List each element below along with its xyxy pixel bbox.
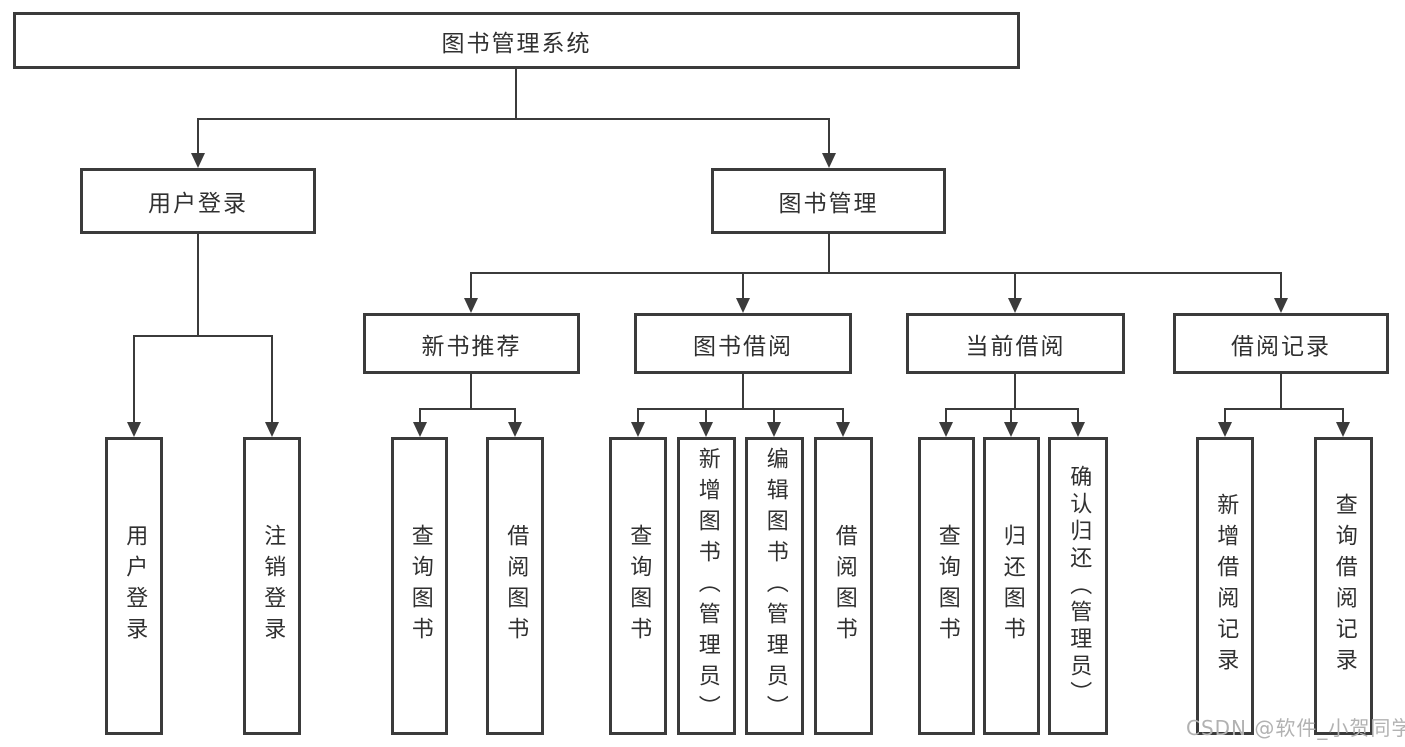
node-book-borrow: 图书借阅: [634, 313, 852, 374]
leaf-label: 查询借阅记录: [1331, 493, 1357, 679]
leaf-label: 归还图书: [999, 524, 1025, 648]
node-label: 用户登录: [148, 191, 248, 217]
leaf-borrow-borrow-book: 借阅图书: [814, 437, 873, 735]
leaf-label: 查询图书: [626, 524, 652, 648]
arrowhead-icon: [127, 422, 141, 437]
leaf-records-query-record: 查询借阅记录: [1314, 437, 1373, 735]
arrowhead-icon: [191, 153, 205, 168]
connector-line: [1280, 272, 1282, 299]
connector-records-stem: [1280, 374, 1282, 408]
node-label: 当前借阅: [965, 333, 1066, 360]
connector-root-split: [198, 118, 830, 120]
watermark: CSDN @软件_小贺同学: [1186, 716, 1405, 740]
leaf-current-query-book: 查询图书: [918, 437, 975, 735]
node-current-borrow: 当前借阅: [906, 313, 1125, 374]
connector-line: [1010, 408, 1012, 424]
leaf-label: 查询图书: [934, 524, 960, 648]
node-borrow-records: 借阅记录: [1173, 313, 1389, 374]
connector-current-split: [946, 408, 1079, 410]
leaf-recommend-query-book: 查询图书: [391, 437, 448, 735]
connector-line: [828, 118, 830, 154]
connector-recommend-stem: [470, 374, 472, 408]
arrowhead-icon: [767, 422, 781, 437]
node-label: 借阅记录: [1231, 333, 1331, 360]
leaf-current-confirm-return-admin: 确认归还（管理员）: [1048, 437, 1108, 735]
connector-line: [742, 272, 744, 299]
leaf-current-return-book: 归还图书: [983, 437, 1040, 735]
connector-user-split: [134, 335, 272, 337]
arrowhead-icon: [464, 298, 478, 313]
connector-borrow-split: [638, 408, 844, 410]
connector-line: [133, 335, 135, 423]
leaf-borrow-query-book: 查询图书: [609, 437, 667, 735]
leaf-recommend-borrow-book: 借阅图书: [486, 437, 544, 735]
leaf-label: 确认归还（管理员）: [1066, 464, 1092, 708]
arrowhead-icon: [1274, 298, 1288, 313]
connector-line: [514, 408, 516, 424]
connector-line: [773, 408, 775, 424]
leaf-label: 编辑图书（管理员）: [762, 446, 788, 726]
arrowhead-icon: [1071, 422, 1085, 437]
connector-line: [705, 408, 707, 424]
leaf-records-add-record: 新增借阅记录: [1196, 437, 1254, 735]
arrowhead-icon: [939, 422, 953, 437]
arrowhead-icon: [1004, 422, 1018, 437]
connector-book-split: [471, 272, 1281, 274]
connector-line: [842, 408, 844, 424]
connector-line: [1224, 408, 1226, 424]
connector-line: [1342, 408, 1344, 424]
arrowhead-icon: [1218, 422, 1232, 437]
connector-records-split: [1225, 408, 1344, 410]
leaf-user-login: 用户登录: [105, 437, 163, 735]
arrowhead-icon: [413, 422, 427, 437]
connector-line: [1077, 408, 1079, 424]
connector-book-stem: [828, 234, 830, 272]
arrowhead-icon: [736, 298, 750, 313]
node-label: 图书管理系统: [441, 30, 592, 57]
node-label: 新书推荐: [421, 333, 522, 360]
leaf-label: 查询图书: [407, 524, 433, 648]
node-book-management: 图书管理: [711, 168, 946, 234]
leaf-logout: 注销登录: [243, 437, 301, 735]
arrowhead-icon: [265, 422, 279, 437]
node-user-login: 用户登录: [80, 168, 316, 234]
connector-current-stem: [1014, 374, 1016, 408]
leaf-borrow-edit-book-admin: 编辑图书（管理员）: [745, 437, 804, 735]
arrowhead-icon: [836, 422, 850, 437]
connector-line: [197, 118, 199, 154]
connector-line: [637, 408, 639, 424]
arrowhead-icon: [631, 422, 645, 437]
node-label: 图书借阅: [693, 333, 793, 360]
leaf-label: 借阅图书: [831, 524, 857, 648]
connector-borrow-stem: [742, 374, 744, 408]
connector-user-stem: [197, 234, 199, 335]
arrowhead-icon: [822, 153, 836, 168]
connector-line: [271, 335, 273, 423]
leaf-borrow-add-book-admin: 新增图书（管理员）: [677, 437, 736, 735]
arrowhead-icon: [1008, 298, 1022, 313]
leaf-label: 新增借阅记录: [1213, 493, 1239, 679]
connector-line: [470, 272, 472, 299]
leaf-label: 借阅图书: [503, 524, 529, 648]
leaf-label: 用户登录: [122, 524, 148, 648]
connector-recommend-split: [420, 408, 516, 410]
leaf-label: 注销登录: [260, 524, 286, 648]
connector-line: [945, 408, 947, 424]
connector-line: [1014, 272, 1016, 299]
node-root: 图书管理系统: [13, 12, 1020, 69]
node-label: 图书管理: [778, 191, 879, 217]
connector-line: [419, 408, 421, 424]
connector-root-stem: [515, 69, 517, 118]
node-new-book-recommend: 新书推荐: [363, 313, 580, 374]
leaf-label: 新增图书（管理员）: [694, 446, 720, 726]
arrowhead-icon: [508, 422, 522, 437]
arrowhead-icon: [1336, 422, 1350, 437]
arrowhead-icon: [699, 422, 713, 437]
